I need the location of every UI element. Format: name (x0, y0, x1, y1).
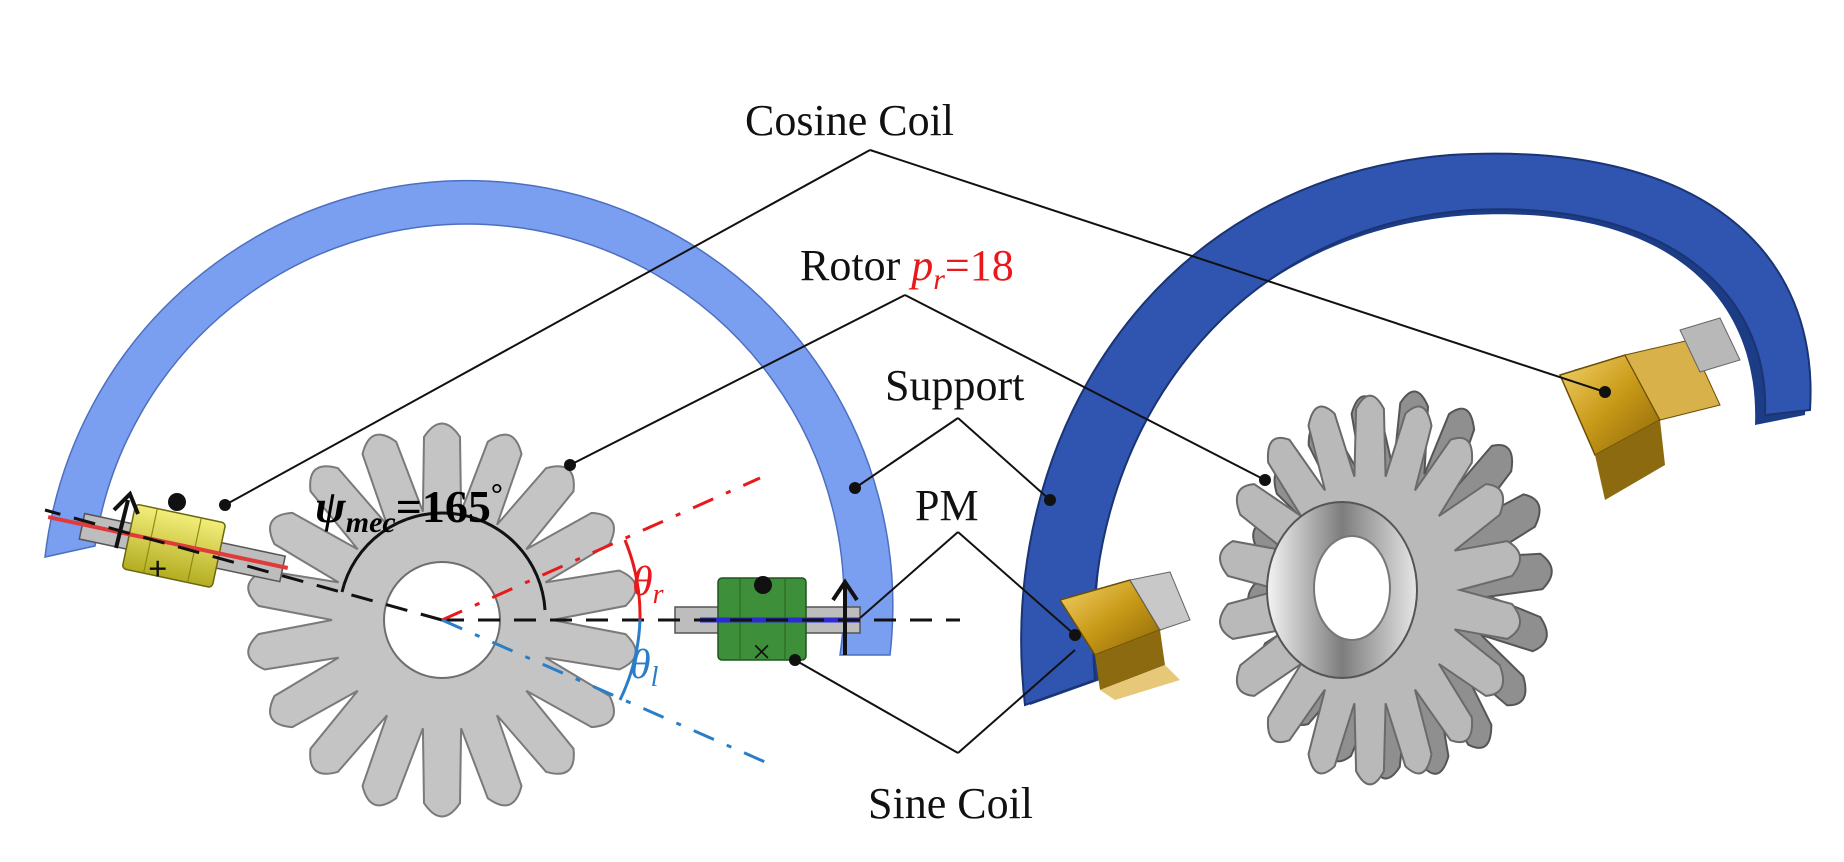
coil-dot-mark (754, 576, 772, 594)
theta-l-label: θl (630, 642, 659, 693)
flux-arrow-sine (831, 578, 859, 655)
coil-dot-mark (168, 493, 186, 511)
theta-l-line (441, 618, 766, 764)
support-arc-3d (1020, 152, 1812, 707)
theta-r-line (441, 476, 761, 622)
cosine-coil-label: Cosine Coil (745, 96, 954, 145)
coil-plus-mark: + (148, 551, 167, 588)
sine-coil-label: Sine Coil (868, 779, 1033, 828)
cosine-coil-3d (1558, 317, 1741, 500)
sine-coil-3d (1058, 571, 1191, 700)
isometric-view (1020, 152, 1812, 786)
coil-cross-mark: × (752, 634, 771, 671)
rotor-hub-3d (1266, 501, 1418, 679)
pm-label: PM (915, 481, 979, 530)
psi-arc (340, 511, 547, 611)
theta-r-arc (623, 539, 642, 621)
leader-lines (224, 149, 1606, 754)
support-label: Support (885, 361, 1024, 410)
support-arc-flat (44, 179, 894, 656)
leader-dots (219, 386, 1611, 666)
cosine-axis-line (44, 508, 443, 622)
flat-view: × + ψmec=165° θr θl (44, 179, 960, 818)
theta-r-label: θr (632, 559, 664, 610)
flux-arrow-cosine (112, 490, 140, 549)
theta-l-arc (618, 619, 642, 701)
psi-label: ψmec=165° (315, 478, 503, 539)
rotor-label: Rotor pr=18 (800, 241, 1014, 296)
